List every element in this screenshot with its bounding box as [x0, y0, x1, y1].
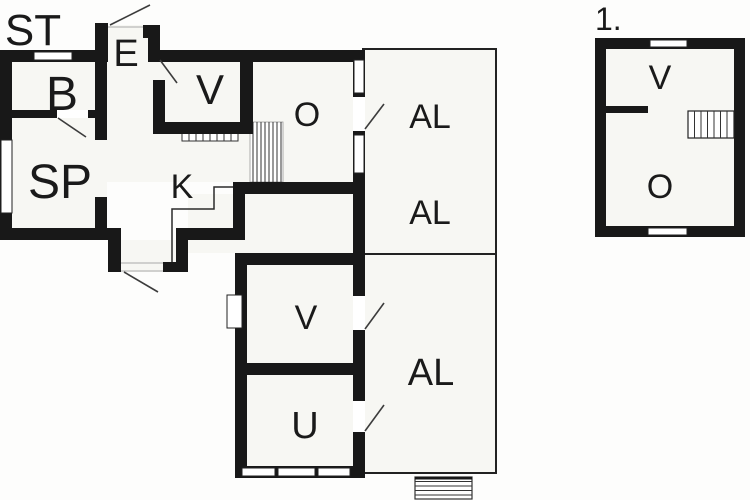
wall-k-top: [176, 228, 245, 240]
fill-sp: [12, 118, 107, 228]
ff-window-top: [649, 39, 688, 48]
ff-partition: [606, 106, 648, 113]
wall-top-main: [160, 50, 365, 62]
first-floor-plan: 1. V O: [595, 1, 745, 237]
thresholds: [108, 26, 163, 272]
wall-b-bottom: [0, 110, 95, 118]
main-staircase: [249, 121, 284, 183]
entry-steps-outline: [414, 476, 473, 500]
ff-wall-right: [734, 38, 745, 237]
door-swing-v-al: [364, 302, 385, 330]
door-gap-o-al: [353, 97, 365, 131]
wall-v-o-divider: [240, 62, 253, 122]
window-v-lower-left: [226, 294, 243, 329]
window-u-bottom-2: [277, 467, 316, 477]
entry-steps-treads: [415, 481, 472, 496]
steps-treads: [188, 130, 232, 141]
wall-lower-top: [235, 253, 365, 265]
ff-staircase-outline: [687, 110, 735, 139]
first-floor-labels: 1. V O: [595, 1, 673, 206]
wall-v-u-divider: [247, 363, 353, 375]
ff-staircase-treads: [694, 111, 728, 138]
room-label-sp: SP: [28, 156, 92, 209]
wall-v-top-bottom: [153, 122, 253, 134]
ground-floor-labels: ST B E V O SP K AL AL V AL U: [5, 6, 454, 447]
wall-k-right: [233, 182, 245, 240]
ff-room-label-o: O: [647, 168, 673, 206]
door-swing-e-v: [159, 59, 178, 84]
room-label-v-top: V: [196, 66, 224, 113]
first-floor-staircase: [687, 110, 735, 139]
fill-entry-corridor: [107, 25, 153, 182]
window-o-right-upper: [353, 59, 365, 94]
windows: [0, 51, 365, 477]
wall-sp-right-stub: [95, 197, 107, 228]
room-label-st: ST: [5, 6, 61, 55]
plan-number-label: 1.: [595, 1, 622, 37]
first-floor-windows: [647, 39, 688, 236]
staircase-outline: [249, 121, 284, 183]
room-label-al-upper-b: AL: [409, 194, 451, 232]
terrace-upper-al: [362, 48, 497, 255]
window-top-left: [33, 51, 73, 61]
wall-alcove-left: [108, 228, 121, 272]
window-u-bottom-3: [317, 467, 351, 477]
door-gap-u-al: [353, 401, 365, 432]
door-swing-entry: [109, 4, 151, 26]
fill-kitchen-band: [188, 194, 353, 253]
room-label-o: O: [294, 96, 320, 134]
wall-entry-left-stub: [95, 23, 108, 62]
door-gap-v-al: [353, 296, 365, 330]
door-openings: [57, 97, 365, 432]
window-u-bottom-1: [241, 467, 276, 477]
room-label-e: E: [113, 33, 138, 75]
door-swing-o-al: [364, 103, 385, 130]
room-label-al-upper-a: AL: [409, 98, 451, 136]
window-o-right-lower: [353, 134, 365, 174]
terrace-entry-steps: [414, 476, 473, 500]
terrace-lower-al: [362, 253, 497, 474]
wall-alcove-corner: [163, 262, 188, 272]
wall-b-right: [95, 62, 107, 140]
wall-v-top-left: [153, 80, 165, 134]
staircase-treads: [252, 122, 282, 182]
ff-window-bottom: [647, 227, 688, 236]
room-label-al-lower: AL: [408, 352, 454, 394]
room-label-b: B: [46, 68, 78, 121]
terrace-outlines: [362, 48, 497, 474]
ff-room-label-v: V: [649, 59, 672, 97]
door-gap-b: [57, 110, 88, 118]
door-swing-b-sp: [57, 117, 87, 138]
door-swing-u-al: [364, 404, 385, 432]
door-swings: [57, 4, 385, 432]
room-label-v-lower: V: [295, 299, 318, 337]
wall-k-left: [176, 228, 188, 272]
wall-entry-right-stub-v: [148, 25, 160, 62]
door-swing-alcove: [123, 271, 159, 293]
wall-lower-left: [235, 253, 247, 478]
kitchen-counter-line: [171, 186, 233, 262]
window-sp-left: [0, 139, 13, 214]
room-label-u: U: [291, 405, 318, 447]
ff-wall-left: [595, 38, 606, 237]
wall-sp-bottom: [0, 228, 108, 240]
wall-o-bottom: [233, 182, 365, 194]
room-label-k: K: [171, 168, 194, 206]
